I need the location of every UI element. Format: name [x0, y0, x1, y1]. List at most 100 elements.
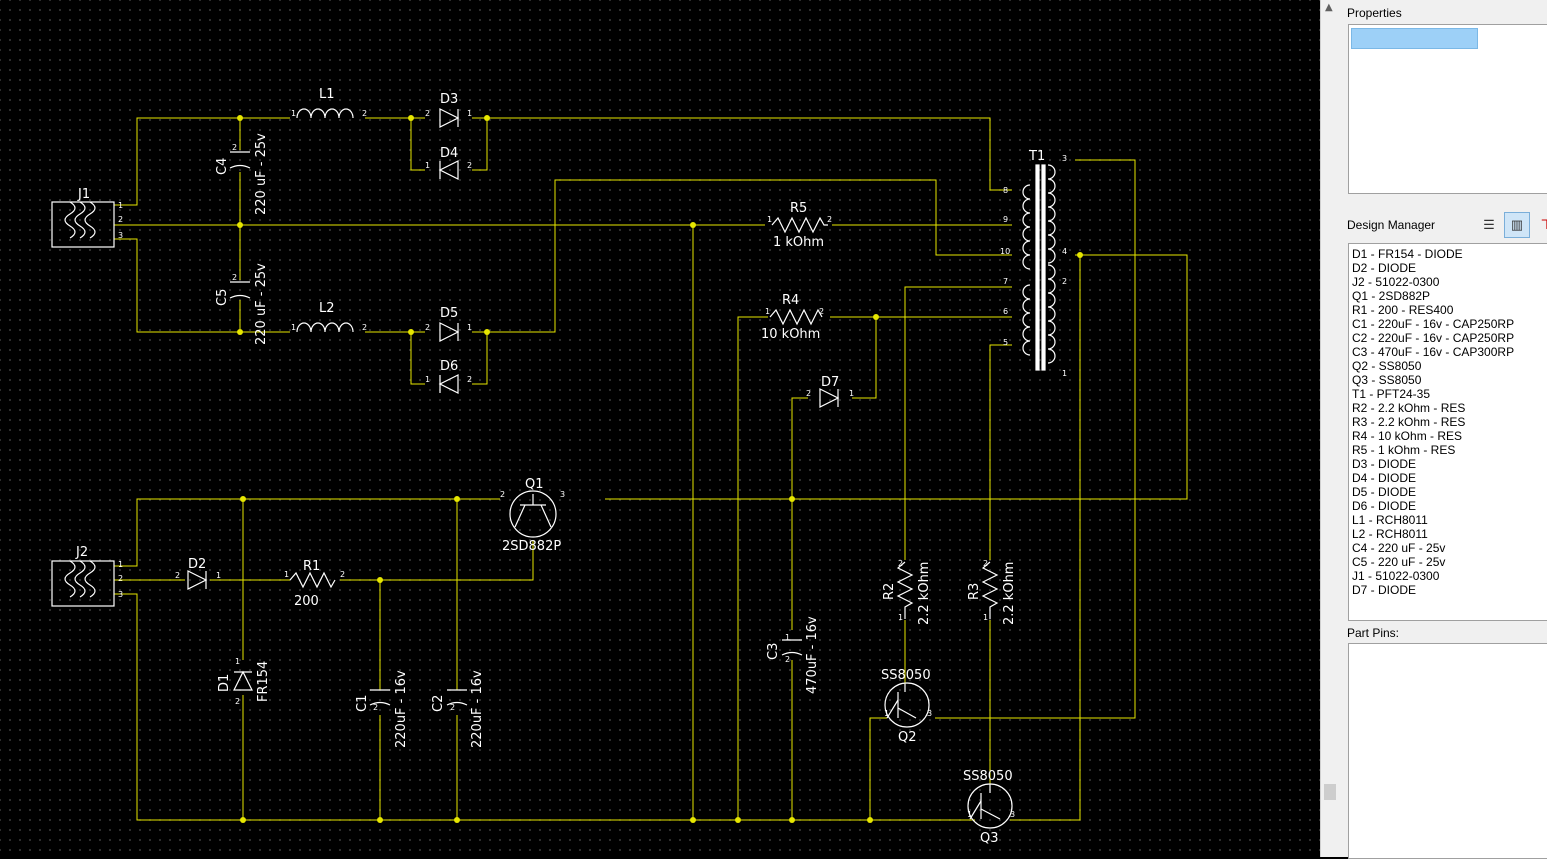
design-manager-item[interactable]: R1 - 200 - RES400: [1352, 303, 1454, 317]
transistor-q2[interactable]: [884, 682, 930, 728]
design-manager-item[interactable]: C5 - 220 uF - 25v: [1352, 555, 1446, 569]
properties-selected-row[interactable]: [1351, 28, 1478, 49]
design-manager-item[interactable]: R4 - 10 kOhm - RES: [1352, 429, 1463, 443]
resistor-r4[interactable]: [769, 308, 823, 326]
design-manager-item[interactable]: C3 - 470uF - 16v - CAP300RP: [1352, 345, 1515, 359]
design-manager-item[interactable]: D4 - DIODE: [1352, 471, 1417, 485]
design-manager-item[interactable]: J1 - 51022-0300: [1352, 569, 1440, 583]
svg-text:1: 1: [118, 201, 123, 210]
svg-text:1: 1: [884, 709, 889, 718]
svg-text:2: 2: [983, 559, 988, 568]
transistor-q3[interactable]: [967, 783, 1013, 829]
svg-text:3: 3: [1010, 810, 1015, 819]
label-d3: D3: [440, 92, 458, 107]
label-c1: C1: [355, 695, 370, 712]
label-r1: R1: [303, 559, 320, 574]
transistor-q1[interactable]: [509, 490, 557, 538]
value-c2: 220uF - 16v: [470, 670, 485, 748]
value-c4: 220 uF - 25v: [254, 133, 269, 215]
diode-d5[interactable]: [439, 322, 460, 342]
scrollbar-thumb[interactable]: [1324, 784, 1336, 800]
diode-d1[interactable]: [233, 670, 253, 691]
diode-d4[interactable]: [438, 160, 459, 180]
design-manager-item[interactable]: L1 - RCH8011: [1352, 513, 1428, 527]
svg-text:1: 1: [216, 571, 221, 580]
svg-text:2: 2: [819, 307, 824, 316]
label-r3: R3: [967, 583, 982, 600]
capacitor-c1[interactable]: [369, 689, 391, 706]
design-manager-item[interactable]: L2 - RCH8011: [1352, 527, 1428, 541]
design-manager-item[interactable]: R5 - 1 kOhm - RES: [1352, 443, 1456, 457]
inductor-l1[interactable]: [296, 108, 354, 119]
resistor-r2[interactable]: [896, 561, 914, 619]
label-d1: D1: [217, 674, 232, 692]
design-manager-item[interactable]: R3 - 2.2 kOhm - RES: [1352, 415, 1466, 429]
connector-j2[interactable]: [51, 560, 115, 607]
svg-text:1: 1: [291, 109, 296, 118]
svg-text:1: 1: [467, 109, 472, 118]
design-manager-item[interactable]: Q2 - SS8050: [1352, 359, 1422, 373]
design-manager-item[interactable]: Q1 - 2SD882P: [1352, 289, 1431, 303]
transformer-t1[interactable]: [1022, 164, 1056, 371]
wires: [114, 117, 1188, 821]
diode-d7[interactable]: [819, 388, 840, 408]
capacitor-c4[interactable]: [229, 151, 251, 169]
svg-text:3: 3: [118, 590, 123, 599]
canvas-vertical-scrollbar[interactable]: ▲: [1320, 0, 1339, 857]
capacitor-c5[interactable]: [229, 281, 251, 299]
diode-d2[interactable]: [187, 570, 208, 590]
design-manager-item[interactable]: D2 - DIODE: [1352, 261, 1417, 275]
design-manager-item[interactable]: C4 - 220 uF - 25v: [1352, 541, 1446, 555]
value-r3: 2.2 kOhm: [1002, 562, 1017, 625]
capacitor-c3[interactable]: [781, 639, 803, 656]
design-manager-item[interactable]: Q3 - SS8050: [1352, 373, 1422, 387]
component-icon[interactable]: ▥: [1504, 212, 1530, 238]
design-manager-item[interactable]: D6 - DIODE: [1352, 499, 1417, 513]
design-manager-item[interactable]: C1 - 220uF - 16v - CAP250RP: [1352, 317, 1515, 331]
diode-d3[interactable]: [439, 108, 460, 128]
label-r4: R4: [782, 293, 799, 308]
net-icon[interactable]: ᒣ: [1541, 217, 1547, 232]
right-side-panel: Properties Design Manager ☰ ▥ ᒣ D1 - FR1…: [1338, 0, 1547, 859]
design-manager-item[interactable]: R2 - 2.2 kOhm - RES: [1352, 401, 1466, 415]
resistor-r3[interactable]: [981, 561, 999, 619]
svg-text:2: 2: [1062, 277, 1067, 286]
svg-text:2: 2: [425, 109, 430, 118]
capacitor-c2[interactable]: [446, 689, 468, 706]
scroll-up-icon[interactable]: ▲: [1325, 2, 1333, 13]
junction-dots: [237, 115, 1083, 823]
label-l2: L2: [319, 301, 335, 316]
label-c5: C5: [215, 289, 230, 306]
connector-j1[interactable]: [51, 201, 115, 248]
label-c3: C3: [766, 643, 781, 660]
properties-box[interactable]: [1348, 24, 1547, 194]
schematic-drawing[interactable]: 123 123 12 12 21 12 21 12 21 21 12 12 12…: [0, 0, 1320, 857]
design-manager-item[interactable]: J2 - 51022-0300: [1352, 275, 1440, 289]
label-q3: Q3: [980, 831, 999, 846]
resistor-r1[interactable]: [289, 571, 336, 589]
label-t1: T1: [1028, 149, 1045, 164]
value-q2: SS8050: [881, 668, 931, 683]
value-r1: 200: [294, 594, 319, 609]
resistor-r5[interactable]: [771, 216, 828, 234]
inductor-l2[interactable]: [296, 322, 354, 333]
design-manager-item[interactable]: D7 - DIODE: [1352, 583, 1417, 597]
design-manager-item[interactable]: T1 - PFT24-35: [1352, 387, 1431, 401]
design-manager-item[interactable]: D1 - FR154 - DIODE: [1352, 247, 1463, 261]
svg-text:3: 3: [560, 490, 565, 499]
svg-text:1: 1: [967, 810, 972, 819]
svg-text:6: 6: [1003, 307, 1008, 316]
design-manager-item[interactable]: D3 - DIODE: [1352, 457, 1417, 471]
svg-text:9: 9: [1003, 215, 1008, 224]
list-icon[interactable]: ☰: [1483, 217, 1495, 232]
value-c5: 220 uF - 25v: [254, 263, 269, 345]
part-pins-box[interactable]: [1348, 643, 1547, 859]
svg-text:2: 2: [362, 323, 367, 332]
svg-text:1: 1: [425, 375, 430, 384]
design-manager-item[interactable]: D5 - DIODE: [1352, 485, 1417, 499]
design-manager-item[interactable]: C2 - 220uF - 16v - CAP250RP: [1352, 331, 1515, 345]
diode-d6[interactable]: [438, 374, 459, 394]
